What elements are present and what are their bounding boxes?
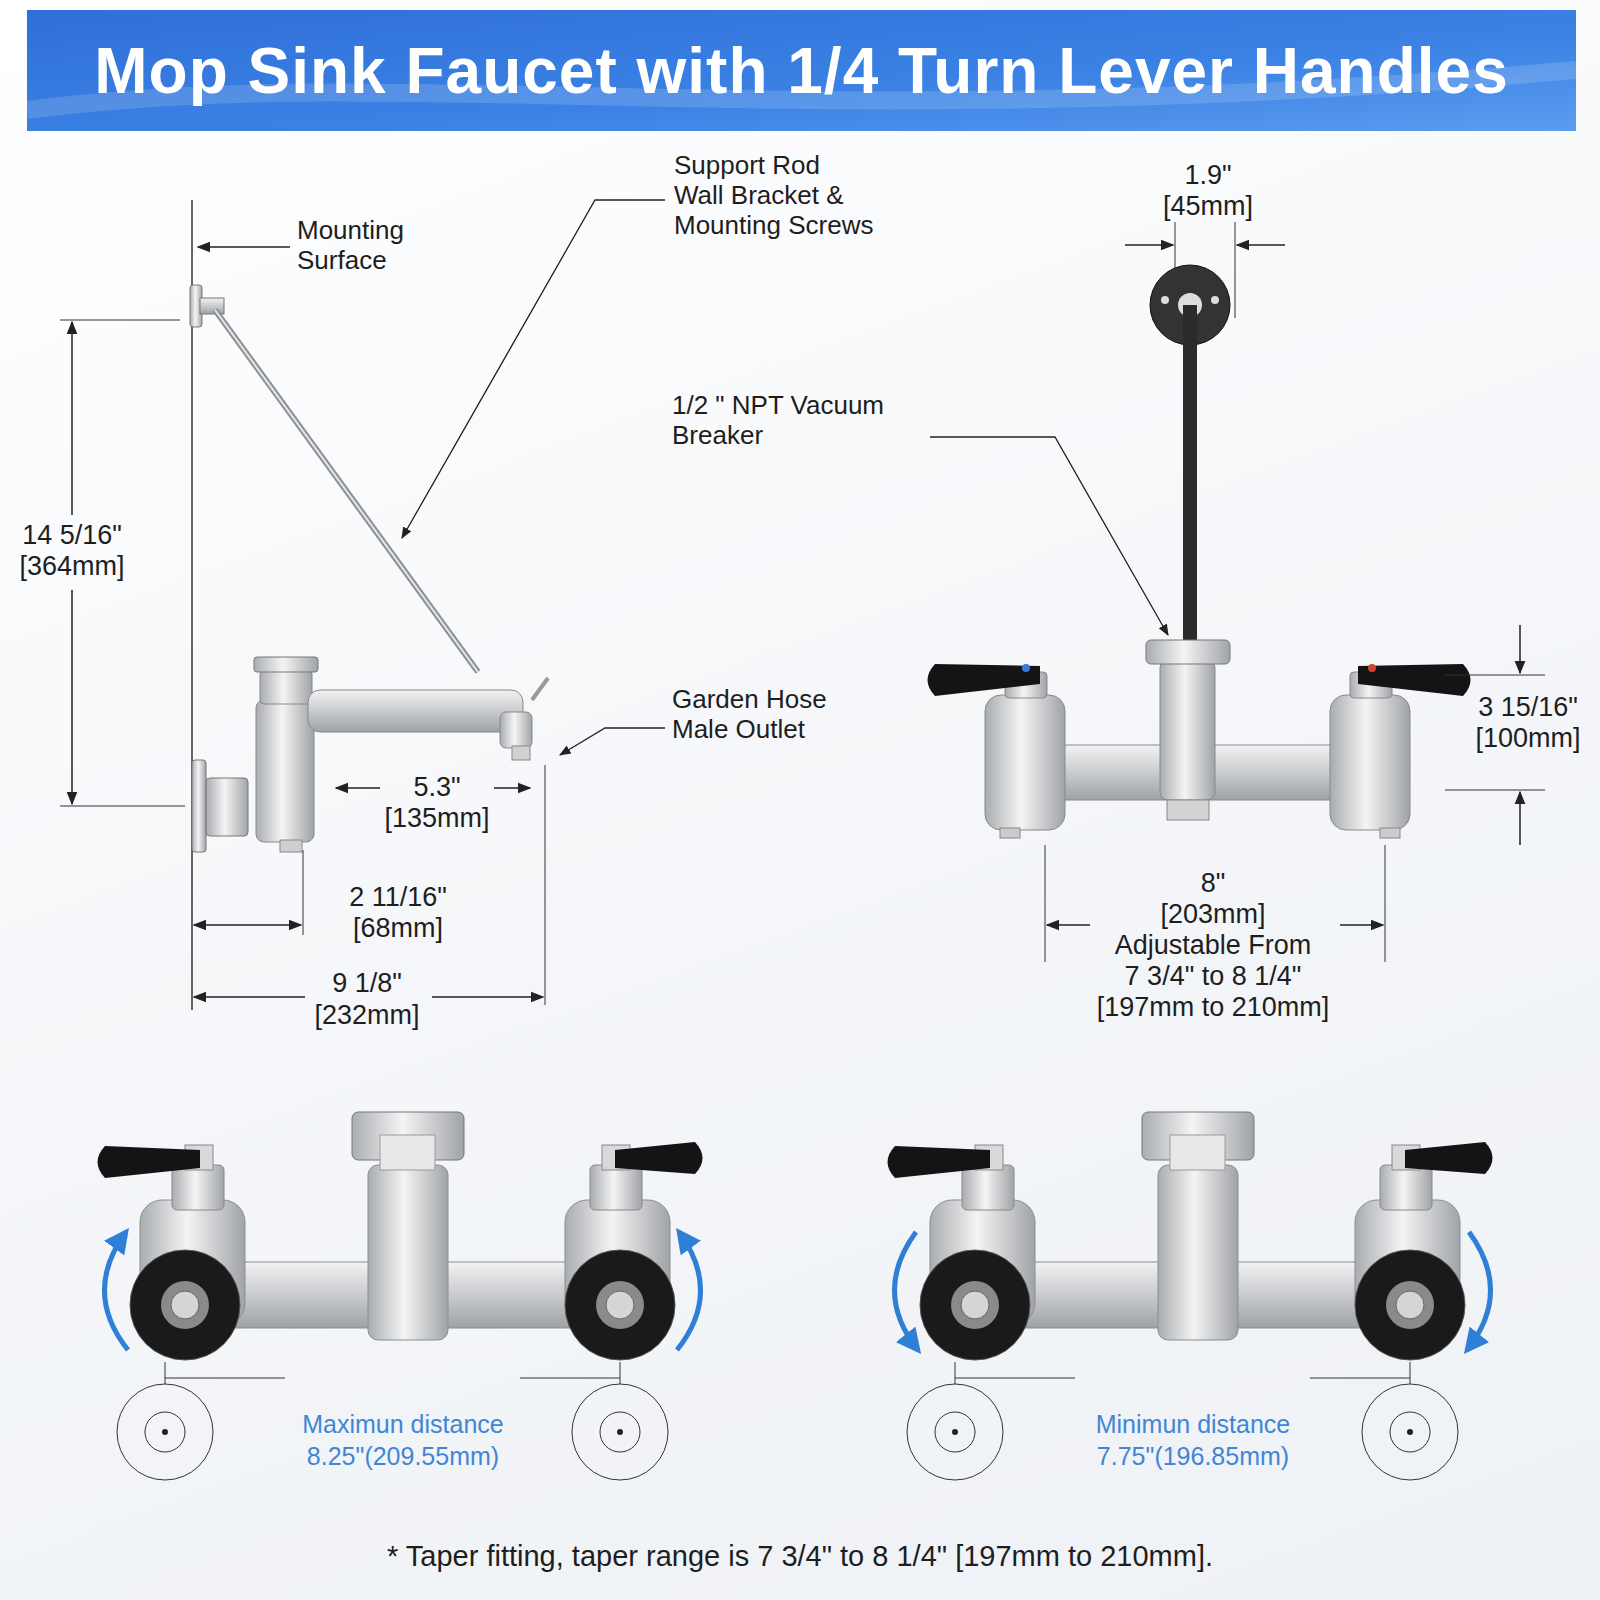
illustration-part	[894, 1232, 918, 1350]
dimension: 3 15/16"	[1478, 692, 1578, 723]
dimension: [232mm]	[314, 1000, 419, 1031]
dimension: 8"	[1201, 868, 1226, 899]
illustration-part	[308, 690, 523, 732]
part-label: 1/2 " NPT Vacuum Breaker	[672, 391, 884, 451]
part-label: Mounting Surface	[297, 216, 404, 276]
dimension: [100mm]	[1475, 723, 1580, 754]
title-banner	[27, 10, 1576, 131]
illustration-part	[888, 1112, 1493, 1480]
dimension: 2 11/16"	[349, 882, 447, 913]
distance-label: Minimun distance	[1096, 1410, 1291, 1439]
illustration-part	[1237, 244, 1285, 246]
dimension: [68mm]	[353, 913, 443, 944]
illustration-part	[198, 246, 290, 248]
illustration-part	[1183, 305, 1197, 655]
dimension-note: Adjustable From 7 3/4" to 8 1/4"	[1115, 930, 1312, 992]
dimension: 5.3"	[413, 772, 460, 803]
distance-value: 8.25"(209.55mm)	[307, 1442, 499, 1471]
illustration-part	[1340, 924, 1383, 926]
illustration-part	[1385, 845, 1386, 962]
dimension: [364mm]	[19, 551, 124, 582]
dimension: [203mm]	[1160, 899, 1265, 930]
illustration-part	[1045, 845, 1046, 962]
dimension: 1.9"	[1184, 160, 1231, 191]
illustration-part	[532, 678, 548, 700]
illustration-part	[1445, 675, 1545, 676]
illustration-part	[1022, 664, 1030, 672]
distance-value: 7.75"(196.85mm)	[1097, 1442, 1289, 1471]
illustration-part	[280, 840, 302, 852]
illustration-part	[1519, 792, 1521, 845]
max-distance-view	[98, 1112, 703, 1480]
title: Mop Sink Faucet with 1/4 Turn Lever Hand…	[27, 10, 1576, 131]
illustration-part	[250, 924, 301, 926]
illustration-part	[930, 437, 1168, 635]
side-view	[60, 200, 665, 1010]
illustration-part	[256, 700, 314, 842]
illustration-part	[985, 695, 1065, 830]
dimension: [135mm]	[384, 803, 489, 834]
illustration-part	[494, 787, 530, 789]
illustration-part	[336, 787, 380, 789]
illustration-part	[71, 590, 73, 804]
illustration-part	[512, 746, 530, 760]
illustration-part	[98, 1112, 703, 1480]
illustration-part	[1167, 800, 1209, 820]
illustration-part	[1160, 660, 1215, 800]
dimension: 14 5/16"	[22, 520, 122, 551]
illustration-part	[254, 657, 318, 672]
illustration-part	[1368, 664, 1376, 672]
illustration-part	[432, 996, 543, 998]
illustration-part	[1047, 924, 1090, 926]
illustration-part	[1380, 828, 1400, 838]
dimension: 9 1/8"	[332, 968, 402, 999]
front-view	[928, 222, 1546, 962]
illustration-part	[215, 310, 478, 672]
illustration-part	[200, 298, 224, 314]
illustration-part	[1000, 828, 1020, 838]
illustration-part	[402, 200, 665, 538]
illustration-part	[194, 996, 305, 998]
illustration-part	[1146, 640, 1230, 664]
illustration-part	[1211, 296, 1219, 304]
illustration-part	[1358, 664, 1471, 696]
illustration-part	[1175, 222, 1176, 318]
illustration-part	[1125, 244, 1173, 246]
illustration-part	[1445, 790, 1545, 791]
illustration-part	[60, 320, 180, 321]
illustration-part	[560, 728, 665, 755]
illustration-part	[1519, 625, 1521, 673]
illustration-part	[215, 310, 478, 672]
distance-label: Maximun distance	[302, 1410, 503, 1439]
illustration-part	[1235, 222, 1236, 318]
illustration-part	[545, 765, 546, 1005]
illustration-part	[500, 712, 532, 748]
illustration-part	[194, 924, 250, 926]
footnote: * Taper fitting, taper range is 7 3/4" t…	[387, 1540, 1213, 1573]
illustration-part	[1330, 695, 1410, 830]
part-label: Support Rod Wall Bracket & Mounting Scre…	[674, 151, 873, 241]
illustration-part	[60, 806, 185, 807]
illustration-part	[1467, 1232, 1491, 1350]
part-label: Garden Hose Male Outlet	[672, 685, 827, 745]
illustration-part	[928, 664, 1041, 696]
min-distance-view	[888, 1112, 1493, 1480]
illustration-part	[71, 322, 73, 515]
illustration-part	[260, 670, 312, 704]
illustration-part	[192, 760, 206, 852]
illustration-part	[104, 1232, 128, 1350]
dimension: [197mm to 210mm]	[1097, 992, 1330, 1023]
illustration-part	[677, 1232, 701, 1350]
dimension: [45mm]	[1163, 191, 1253, 222]
illustration-part	[206, 778, 248, 836]
illustration-part	[1161, 296, 1169, 304]
illustration-part	[303, 850, 304, 935]
